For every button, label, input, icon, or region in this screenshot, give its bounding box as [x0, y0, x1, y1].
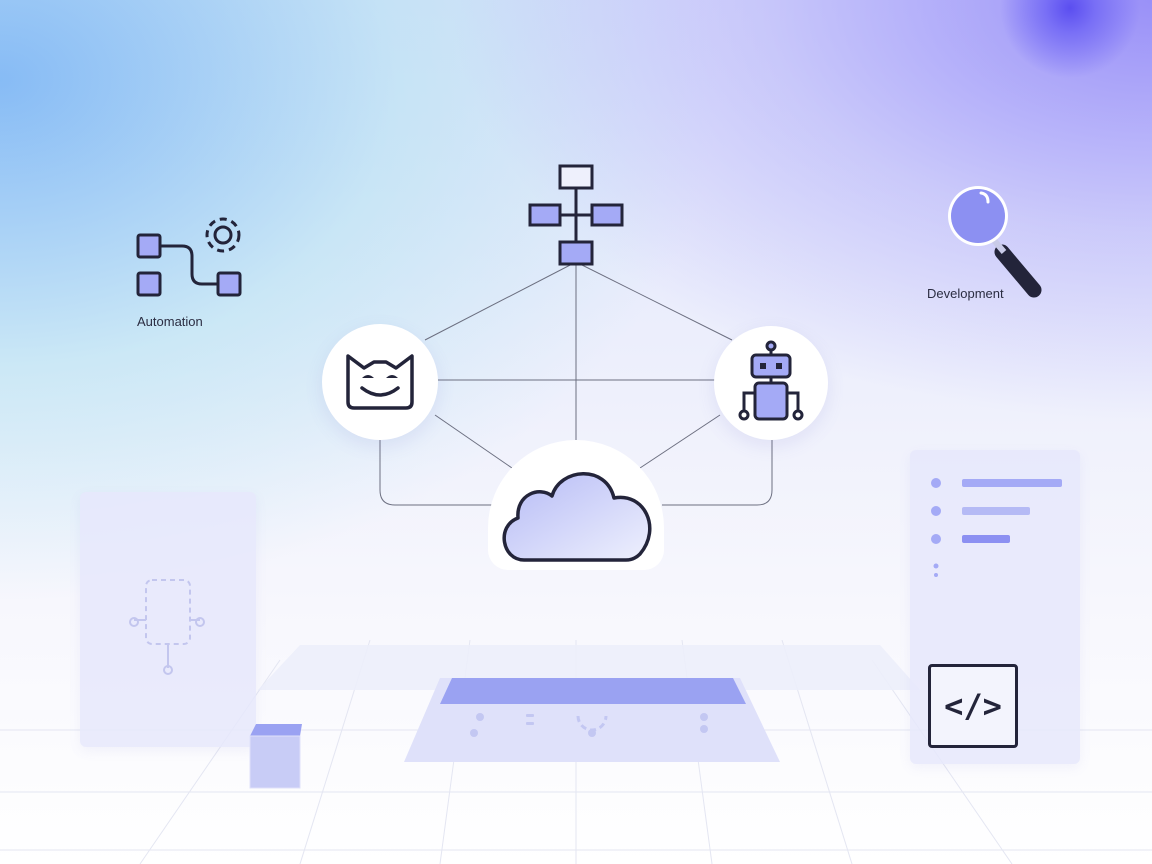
development-group: Development [920, 180, 1050, 310]
code-icon-text: </> [944, 687, 1002, 725]
right-panel: </> [910, 450, 1080, 764]
org-chart-icon [528, 164, 624, 266]
automation-group: Automation [130, 210, 260, 330]
cloud-icon [502, 472, 652, 562]
workflow-gear-icon [136, 217, 242, 297]
code-icon: </> [928, 664, 1018, 748]
cube-icon [249, 724, 302, 789]
cloud-node [488, 440, 664, 570]
magnifier-icon [948, 186, 1042, 298]
automation-label: Automation [137, 314, 203, 329]
cat-node [322, 324, 438, 440]
development-label: Development [927, 286, 1004, 301]
list-lines [931, 478, 1062, 577]
robot-icon [738, 340, 804, 421]
cat-face-icon [346, 354, 414, 410]
circuit-sketch-icon [129, 579, 205, 675]
robot-node [714, 326, 828, 440]
left-panel [80, 492, 256, 747]
